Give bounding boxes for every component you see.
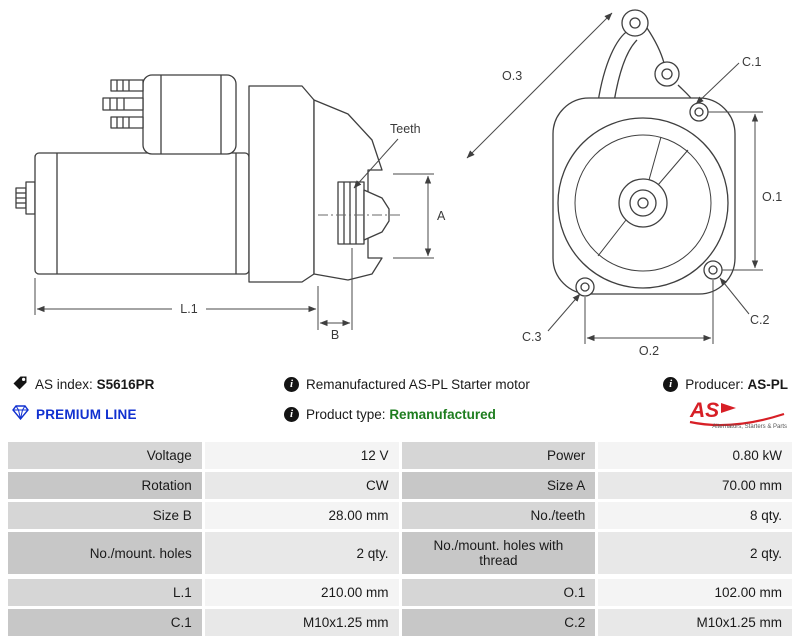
drive-housing: [248, 85, 315, 283]
spec-value: M10x1.25 mm: [598, 609, 792, 636]
spec-value: 2 qty.: [204, 532, 399, 574]
description-text: Remanufactured AS-PL Starter motor: [306, 376, 530, 392]
spec-table-group-2: L.1 210.00 mm O.1 102.00 mm C.1 M10x1.25…: [8, 579, 792, 636]
spec-value: 70.00 mm: [598, 472, 792, 499]
info-row-1: AS index: S5616PR i Remanufactured AS-PL…: [0, 369, 800, 399]
spec-value: 0.80 kW: [598, 442, 792, 469]
premium-line: PREMIUM LINE: [12, 405, 284, 423]
product-info-bar: AS index: S5616PR i Remanufactured AS-PL…: [0, 369, 800, 430]
spec-value: M10x1.25 mm: [204, 609, 399, 636]
spec-label: C.2: [401, 609, 596, 636]
spec-value: CW: [204, 472, 399, 499]
dim-a-label: A: [437, 209, 446, 223]
spec-label: O.1: [401, 579, 596, 606]
technical-drawings: Teeth A L.1 B: [15, 9, 782, 358]
producer-value: AS-PL: [747, 376, 789, 392]
product-description: i Remanufactured AS-PL Starter motor: [284, 376, 648, 392]
product-type-value: Remanufactured: [389, 406, 496, 422]
spec-table: Voltage 12 V Power 0.80 kW Rotation CW S…: [8, 442, 792, 636]
motor-body: [34, 152, 250, 275]
spec-value: 102.00 mm: [598, 579, 792, 606]
info-icon: i: [284, 406, 299, 422]
spec-label: Power: [401, 442, 596, 469]
dim-c3-label: C.3: [522, 330, 542, 344]
producer-label: Producer:: [685, 376, 744, 392]
spec-label: Size B: [8, 502, 202, 529]
spec-label: No./mount. holes with thread: [401, 532, 596, 574]
spec-label: No./teeth: [401, 502, 596, 529]
brand-logo-text: AS: [689, 399, 719, 422]
info-row-2: PREMIUM LINE i Product type: Remanufactu…: [0, 398, 800, 430]
dim-o2-label: O.2: [639, 344, 659, 358]
spec-value: 12 V: [204, 442, 399, 469]
tag-icon: [12, 375, 28, 394]
product-type: i Product type: Remanufactured: [284, 406, 648, 422]
dim-o1-label: O.1: [762, 190, 782, 204]
spec-label: No./mount. holes: [8, 532, 202, 574]
dim-b-label: B: [331, 328, 339, 342]
spec-label: Voltage: [8, 442, 202, 469]
diamond-icon: [12, 405, 29, 423]
premium-line-label: PREMIUM LINE: [36, 406, 137, 422]
teeth-label: Teeth: [390, 122, 421, 136]
as-index-value: S5616PR: [96, 376, 155, 392]
pinion-gear: [337, 181, 365, 245]
spec-label: L.1: [8, 579, 202, 606]
spec-value: 210.00 mm: [204, 579, 399, 606]
dim-c1-label: C.1: [742, 55, 762, 69]
spec-label: C.1: [8, 609, 202, 636]
starter-front-view-drawing: O.3 C.1 O.1 C.2 C.3 O.2: [466, 9, 782, 358]
info-icon: i: [663, 376, 679, 392]
spec-value: 28.00 mm: [204, 502, 399, 529]
spec-table-group-1: Voltage 12 V Power 0.80 kW Rotation CW S…: [8, 442, 792, 574]
starter-side-view-drawing: Teeth A L.1 B: [15, 74, 446, 342]
spec-label: Rotation: [8, 472, 202, 499]
producer: i Producer: AS-PL: [648, 376, 789, 392]
dim-o3-label: O.3: [502, 69, 522, 83]
dim-l1-label: L.1: [180, 302, 197, 316]
brand-arrow-icon: [721, 403, 736, 413]
as-index: AS index: S5616PR: [12, 375, 284, 394]
info-icon: i: [284, 376, 299, 392]
as-index-label: AS index:: [35, 376, 93, 392]
brand-tagline: Alternators, Starters & Parts: [712, 424, 787, 430]
solenoid: [142, 74, 237, 155]
spec-value: 2 qty.: [598, 532, 792, 574]
dim-c2-label: C.2: [750, 313, 770, 327]
spec-value: 8 qty.: [598, 502, 792, 529]
brand-logo: AS Alternators, Starters & Parts: [648, 398, 788, 430]
product-type-label: Product type:: [306, 406, 386, 422]
spec-label: Size A: [401, 472, 596, 499]
